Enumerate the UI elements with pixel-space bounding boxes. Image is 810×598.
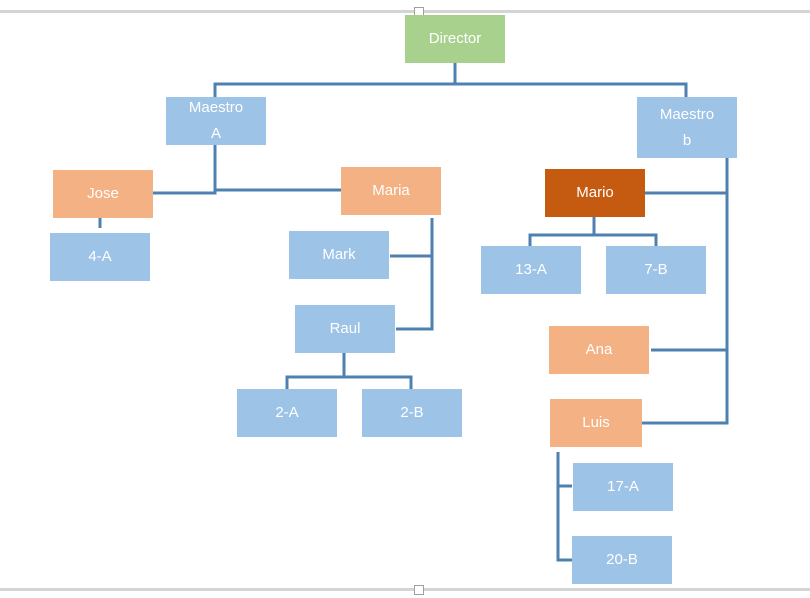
- connector-maria-mark: [390, 218, 434, 258]
- node-class-13a[interactable]: 13-A: [481, 246, 581, 294]
- node-class-20b[interactable]: 20-B: [572, 536, 672, 584]
- connector-maestro-b-luis: [642, 350, 729, 425]
- node-class-17a[interactable]: 17-A: [573, 463, 673, 511]
- connector-maestro-b-mario: [645, 158, 729, 195]
- node-class-7b[interactable]: 7-B: [606, 246, 706, 294]
- selection-frame-bottom: [0, 588, 810, 591]
- connector-raul-classes: [285, 353, 346, 389]
- node-jose[interactable]: Jose: [53, 170, 153, 218]
- node-maria[interactable]: Maria: [341, 167, 441, 215]
- node-maestro-a[interactable]: Maestro A: [166, 97, 266, 145]
- connector-luis-20b: [556, 486, 572, 562]
- connector-mario-classes: [528, 217, 596, 246]
- node-mario[interactable]: Mario: [545, 169, 645, 217]
- node-maestro-b[interactable]: Maestro b: [637, 97, 737, 158]
- connector-maestro-a-jose: [153, 145, 217, 195]
- selection-frame-top: [0, 10, 810, 13]
- node-class-2a[interactable]: 2-A: [237, 389, 337, 437]
- connector-maria-raul: [396, 256, 434, 331]
- connector-director-maestros: [213, 63, 457, 97]
- connector-mario-7b: [594, 233, 658, 246]
- connector-luis-17a: [556, 452, 572, 488]
- node-mark[interactable]: Mark: [289, 231, 389, 279]
- node-ana[interactable]: Ana: [549, 326, 649, 374]
- node-class-2b[interactable]: 2-B: [362, 389, 462, 437]
- connector-raul-2b: [344, 375, 413, 389]
- node-raul[interactable]: Raul: [295, 305, 395, 353]
- connector-director-maestro-b: [455, 82, 688, 97]
- node-class-4a[interactable]: 4-A: [50, 233, 150, 281]
- resize-handle-bottom[interactable]: [414, 585, 424, 595]
- node-luis[interactable]: Luis: [550, 399, 642, 447]
- node-director[interactable]: Director: [405, 15, 505, 63]
